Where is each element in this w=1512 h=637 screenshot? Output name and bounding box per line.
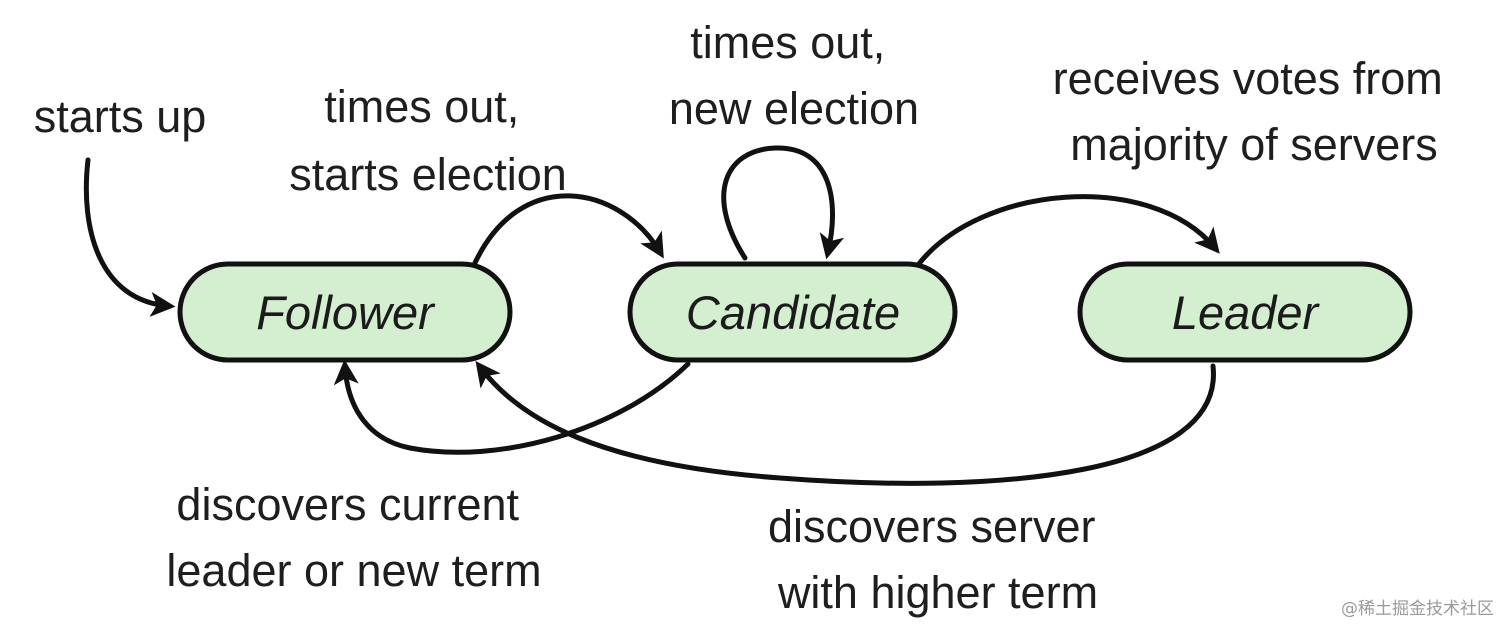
edge-candidate-to-follower	[333, 359, 691, 455]
label-leader-to-follower: discovers server with higher term	[768, 501, 1108, 618]
label-candidate-to-leader-line-1: receives votes from	[1053, 53, 1443, 104]
label-candidate-to-leader: receives votes from majority of servers	[1053, 53, 1456, 170]
state-follower-label: Follower	[256, 286, 436, 339]
edge-leader-to-follower	[475, 361, 1216, 486]
label-leader-to-follower-line-2: with higher term	[777, 567, 1098, 618]
label-candidate-to-leader-line-2: majority of servers	[1070, 119, 1438, 170]
edge-candidate-self-loop	[721, 145, 845, 261]
state-candidate-label: Candidate	[686, 286, 900, 339]
watermark-text: @稀土掘金技术社区	[1341, 599, 1494, 619]
state-candidate: Candidate	[627, 261, 958, 363]
state-leader: Leader	[1077, 261, 1413, 363]
label-leader-to-follower-line-1: discovers server	[768, 501, 1096, 552]
label-candidate-self: times out, new election	[669, 17, 919, 134]
label-follower-to-candidate: times out, starts election	[289, 81, 567, 200]
state-follower-shape	[177, 261, 513, 363]
label-candidate-to-follower: discovers current leader or new term	[166, 479, 541, 596]
state-leader-label: Leader	[1172, 286, 1321, 339]
state-leader-shape	[1077, 261, 1413, 363]
label-follower-to-candidate-line-1: times out,	[324, 81, 519, 132]
label-candidate-self-line-1: times out,	[690, 17, 885, 68]
edge-follower-to-candidate	[471, 193, 664, 268]
label-candidate-to-follower-line-1: discovers current	[176, 479, 519, 530]
label-candidate-to-follower-line-2: leader or new term	[166, 545, 541, 596]
label-follower-to-candidate-line-2: starts election	[289, 149, 567, 200]
edge-candidate-to-leader	[915, 194, 1220, 268]
edge-start-to-follower	[83, 157, 176, 317]
state-follower: Follower	[177, 261, 513, 363]
label-starts-up: starts up	[34, 91, 207, 142]
label-candidate-self-line-2: new election	[669, 83, 919, 134]
state-candidate-shape	[627, 261, 958, 363]
